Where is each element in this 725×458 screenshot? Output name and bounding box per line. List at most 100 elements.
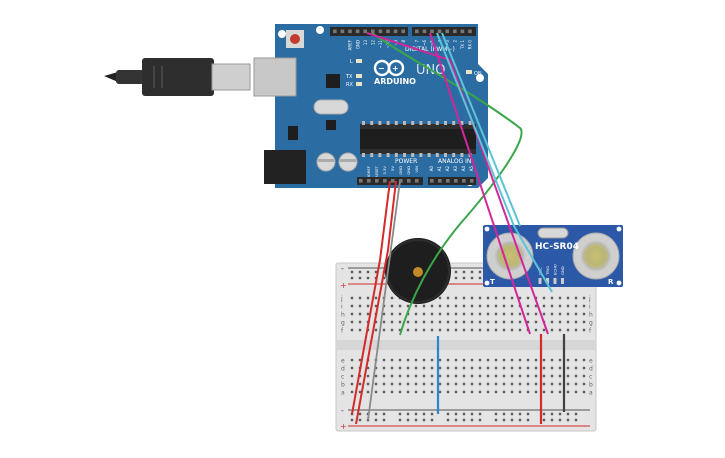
breadboard-hole[interactable] [430, 412, 434, 416]
breadboard-hole[interactable] [526, 412, 530, 416]
breadboard-hole[interactable] [382, 374, 386, 378]
breadboard-hole[interactable] [422, 328, 426, 332]
breadboard-hole[interactable] [462, 304, 466, 308]
breadboard-hole[interactable] [542, 304, 546, 308]
breadboard-hole[interactable] [382, 358, 386, 362]
breadboard-hole[interactable] [526, 382, 530, 386]
breadboard-hole[interactable] [510, 328, 514, 332]
header-pin[interactable] [470, 179, 474, 183]
sensor-pin[interactable] [546, 278, 549, 284]
breadboard-hole[interactable] [454, 276, 458, 280]
breadboard-hole[interactable] [582, 320, 586, 324]
breadboard-hole[interactable] [502, 366, 506, 370]
wire-magenta-trig[interactable] [429, 32, 531, 335]
breadboard-hole[interactable] [550, 382, 554, 386]
breadboard-hole[interactable] [422, 320, 426, 324]
breadboard-hole[interactable] [374, 374, 378, 378]
breadboard-hole[interactable] [542, 328, 546, 332]
breadboard-hole[interactable] [566, 358, 570, 362]
breadboard-hole[interactable] [462, 358, 466, 362]
header-pin[interactable] [391, 179, 395, 183]
breadboard-hole[interactable] [454, 358, 458, 362]
breadboard-hole[interactable] [438, 320, 442, 324]
breadboard-hole[interactable] [462, 270, 466, 274]
breadboard-hole[interactable] [454, 412, 458, 416]
breadboard-hole[interactable] [478, 382, 482, 386]
breadboard-hole[interactable] [422, 390, 426, 394]
breadboard-hole[interactable] [574, 328, 578, 332]
breadboard-hole[interactable] [406, 312, 410, 316]
breadboard-hole[interactable] [414, 328, 418, 332]
breadboard-hole[interactable] [430, 374, 434, 378]
breadboard-hole[interactable] [582, 296, 586, 300]
breadboard-hole[interactable] [430, 418, 434, 422]
breadboard-hole[interactable] [478, 328, 482, 332]
breadboard-hole[interactable] [550, 418, 554, 422]
breadboard-hole[interactable] [478, 276, 482, 280]
breadboard-hole[interactable] [550, 412, 554, 416]
breadboard-hole[interactable] [526, 358, 530, 362]
breadboard-hole[interactable] [542, 374, 546, 378]
breadboard-hole[interactable] [470, 358, 474, 362]
breadboard-hole[interactable] [582, 328, 586, 332]
header-pin[interactable] [407, 179, 411, 183]
breadboard-hole[interactable] [422, 366, 426, 370]
breadboard-hole[interactable] [438, 390, 442, 394]
usb-b-port[interactable] [253, 57, 297, 97]
breadboard-hole[interactable] [558, 296, 562, 300]
breadboard-hole[interactable] [390, 328, 394, 332]
breadboard-hole[interactable] [574, 374, 578, 378]
breadboard-hole[interactable] [582, 358, 586, 362]
breadboard-hole[interactable] [542, 296, 546, 300]
breadboard-hole[interactable] [438, 366, 442, 370]
breadboard-hole[interactable] [406, 320, 410, 324]
breadboard-hole[interactable] [358, 412, 362, 416]
breadboard-hole[interactable] [518, 358, 522, 362]
breadboard-hole[interactable] [446, 296, 450, 300]
breadboard-hole[interactable] [390, 366, 394, 370]
breadboard-hole[interactable] [366, 270, 370, 274]
breadboard-hole[interactable] [382, 390, 386, 394]
breadboard-hole[interactable] [534, 382, 538, 386]
breadboard-hole[interactable] [494, 374, 498, 378]
breadboard-hole[interactable] [502, 418, 506, 422]
breadboard-hole[interactable] [494, 328, 498, 332]
breadboard-hole[interactable] [382, 418, 386, 422]
breadboard-hole[interactable] [574, 390, 578, 394]
breadboard-hole[interactable] [510, 382, 514, 386]
breadboard-hole[interactable] [542, 312, 546, 316]
header-pin[interactable] [333, 29, 337, 34]
dc-power-jack[interactable] [264, 150, 306, 184]
breadboard-hole[interactable] [494, 358, 498, 362]
breadboard-hole[interactable] [470, 304, 474, 308]
breadboard-hole[interactable] [518, 328, 522, 332]
breadboard-hole[interactable] [366, 276, 370, 280]
breadboard-hole[interactable] [446, 366, 450, 370]
breadboard-hole[interactable] [574, 412, 578, 416]
breadboard-hole[interactable] [494, 312, 498, 316]
wire-cyan-trig[interactable] [436, 32, 553, 293]
breadboard-hole[interactable] [582, 390, 586, 394]
breadboard-hole[interactable] [406, 358, 410, 362]
breadboard-hole[interactable] [430, 312, 434, 316]
breadboard-hole[interactable] [534, 304, 538, 308]
breadboard-hole[interactable] [550, 328, 554, 332]
breadboard-hole[interactable] [526, 296, 530, 300]
breadboard-hole[interactable] [566, 366, 570, 370]
breadboard-hole[interactable] [486, 312, 490, 316]
breadboard-hole[interactable] [446, 418, 450, 422]
breadboard-hole[interactable] [366, 366, 370, 370]
breadboard-hole[interactable] [518, 320, 522, 324]
breadboard-hole[interactable] [374, 382, 378, 386]
breadboard-hole[interactable] [470, 412, 474, 416]
breadboard-hole[interactable] [526, 320, 530, 324]
breadboard-hole[interactable] [446, 382, 450, 386]
breadboard-hole[interactable] [462, 320, 466, 324]
breadboard-hole[interactable] [350, 328, 354, 332]
breadboard-hole[interactable] [350, 390, 354, 394]
breadboard-hole[interactable] [558, 328, 562, 332]
breadboard-hole[interactable] [358, 382, 362, 386]
breadboard-hole[interactable] [462, 374, 466, 378]
header-pin[interactable] [359, 179, 363, 183]
breadboard-hole[interactable] [374, 320, 378, 324]
